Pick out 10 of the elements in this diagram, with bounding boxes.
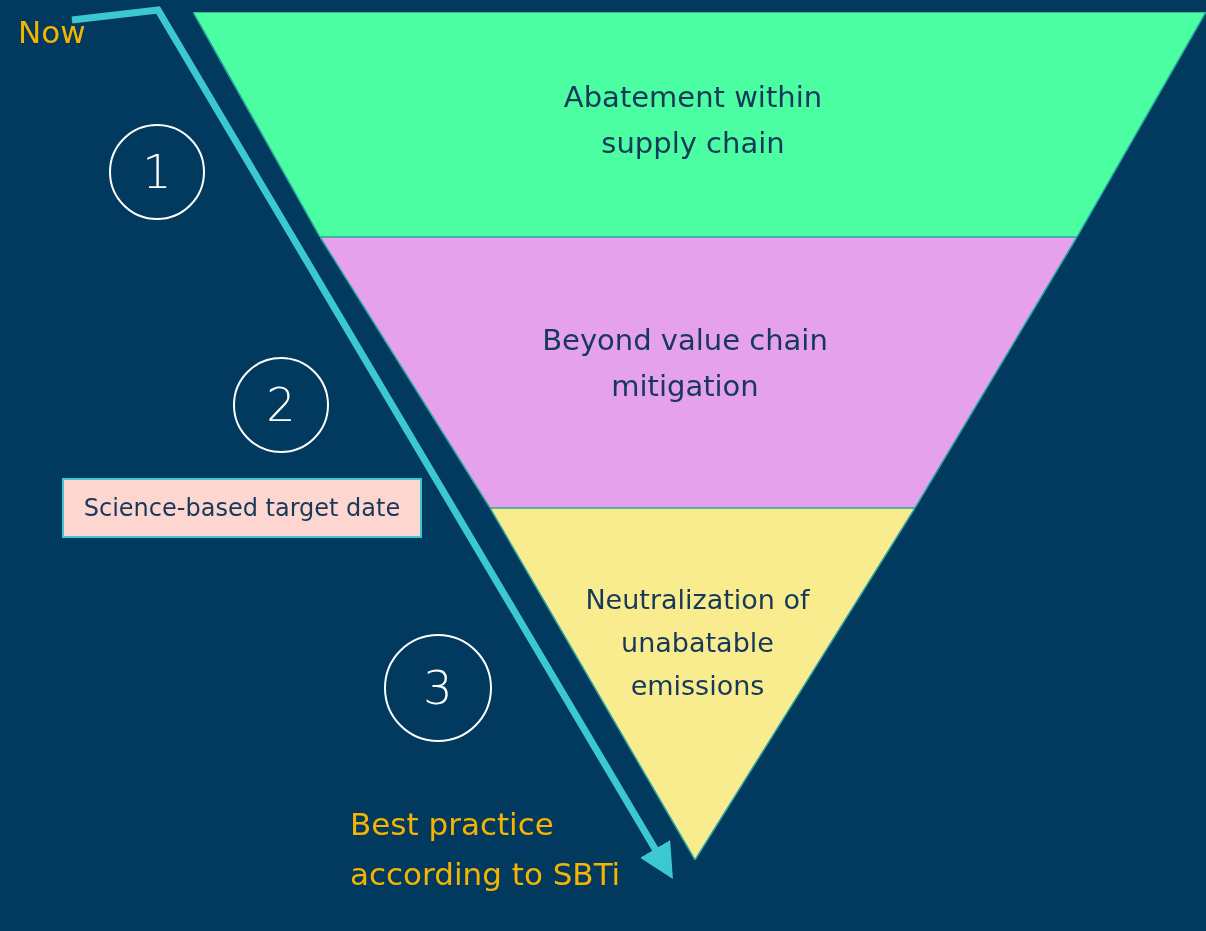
band-label: Abatement within supply chain: [562, 79, 824, 163]
start-label: Now: [18, 8, 90, 52]
numbered-circle: 1: [109, 124, 205, 220]
band-label: Neutralization of unabatable emissions: [584, 583, 811, 704]
band-label: Beyond value chain mitigation: [541, 322, 829, 406]
end-label: Best practice according to SBTi: [350, 800, 668, 900]
numbered-circle: 2: [233, 357, 329, 453]
numbered-circle: 3: [384, 634, 492, 742]
target-date-tag: Science-based target date: [62, 478, 422, 538]
timeline-arrow: [71, 6, 673, 880]
